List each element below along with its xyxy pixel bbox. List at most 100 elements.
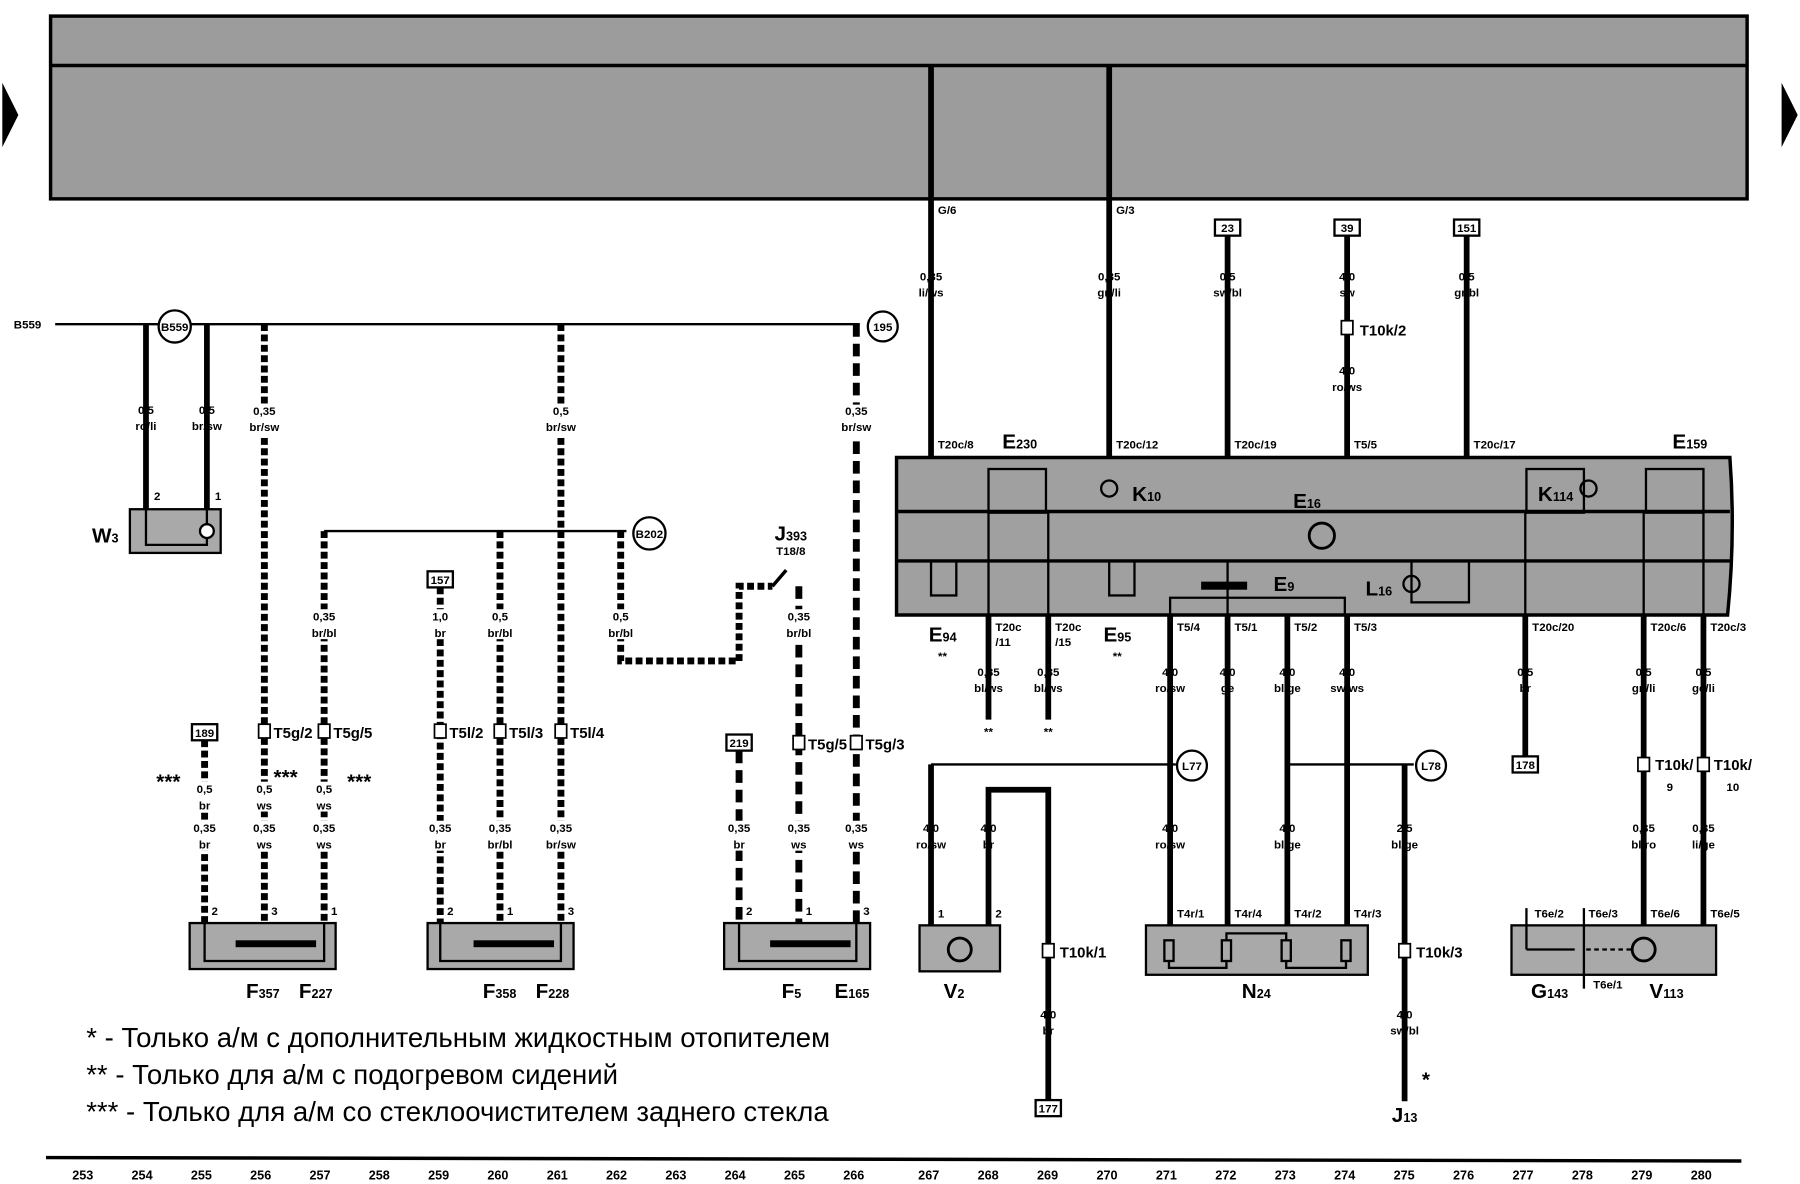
reference-219[interactable]: 219 [725, 733, 753, 752]
pin-label: 2 [995, 908, 1001, 920]
component-e94[interactable]: E94 [929, 623, 957, 646]
connector-label: T10k/ [1655, 757, 1693, 774]
grid-number: 264 [725, 1168, 746, 1182]
wire-color: gr/bl [1454, 288, 1479, 300]
pin-label: 2 [211, 906, 217, 918]
junction-b559[interactable]: B559 [157, 309, 192, 344]
component-e95[interactable]: E95 [1103, 623, 1131, 646]
wire-gauge: 0,5 [553, 406, 570, 418]
reference-39[interactable]: 39 [1333, 218, 1361, 237]
pin-label: T6e/5 [1710, 908, 1740, 920]
connector-label: 10 [1726, 782, 1739, 794]
pin-label: 3 [568, 906, 574, 918]
component-e230[interactable]: E230 [1002, 430, 1037, 453]
component-f228[interactable]: F228 [536, 980, 570, 1003]
wire-gauge: 0,35 [845, 406, 868, 418]
junction-b202[interactable]: B202 [632, 516, 667, 551]
grid-number: 269 [1037, 1168, 1058, 1182]
wire-gauge: 0,35 [788, 823, 811, 835]
connector-label: T5g/5 [333, 725, 372, 742]
grid-number: 261 [547, 1168, 568, 1182]
component-f5[interactable]: F5 [782, 980, 802, 1003]
component-l16[interactable]: L16 [1366, 577, 1393, 600]
resistor-icons [1163, 932, 1352, 970]
grid-number: 268 [978, 1168, 999, 1182]
component-g143[interactable]: G143 [1531, 980, 1568, 1003]
junction-195[interactable]: 195 [866, 310, 899, 343]
wire-color: bl/ge [1274, 839, 1301, 851]
reference-189[interactable]: 189 [190, 723, 219, 742]
pin-label: 1 [215, 491, 222, 503]
reference-177[interactable]: 177 [1034, 1098, 1063, 1118]
component-v113[interactable]: V113 [1649, 980, 1683, 1003]
wire-gauge: 4,0 [1220, 667, 1236, 679]
pin-label: 2 [447, 906, 453, 918]
component-e165[interactable]: E165 [834, 980, 869, 1003]
component-e16[interactable]: E16 [1293, 490, 1321, 513]
next-page-arrow-icon[interactable] [1781, 82, 1798, 148]
connector-label: T20c/8 [938, 439, 974, 451]
wire-color: sw/bl [1390, 1026, 1419, 1038]
pin-label: T4r/4 [1234, 908, 1262, 920]
component-j393[interactable]: J393 [775, 522, 808, 545]
component-f227[interactable]: F227 [299, 980, 333, 1003]
component-e9[interactable]: E9 [1274, 573, 1295, 596]
prev-page-arrow-icon[interactable] [2, 82, 19, 148]
component-n24[interactable]: N24 [1242, 980, 1271, 1003]
wire-color: bl/ge [1274, 683, 1301, 695]
wire-color: br [199, 800, 211, 812]
footnote-1: * - Только а/м с дополнительным жидкостн… [86, 1022, 830, 1053]
footnote-3: *** - Только для а/м со стеклоочистителе… [86, 1096, 829, 1127]
grid-number: 273 [1275, 1168, 1296, 1182]
grid-number: 270 [1096, 1168, 1117, 1182]
wire-gauge: 4,0 [1040, 1009, 1056, 1021]
connector-icon [1637, 756, 1651, 773]
reference-157[interactable]: 157 [426, 570, 455, 589]
connector-label: T5l/3 [509, 725, 543, 742]
reference-label: 177 [1039, 1104, 1058, 1116]
wire [617, 531, 773, 665]
wire-gauge: 0,35 [1632, 823, 1655, 835]
wire-gauge: 1,0 [432, 612, 448, 624]
footnote-marker: *** [347, 771, 372, 794]
junction-l78[interactable]: L78 [1414, 749, 1448, 782]
component-e159[interactable]: E159 [1672, 430, 1707, 453]
wire-color: br/bl [488, 839, 513, 851]
footnote-marker: * [1422, 1068, 1431, 1091]
component-f358[interactable]: F358 [483, 980, 517, 1003]
pin-label: T6e/3 [1589, 908, 1618, 920]
grid-number: 257 [309, 1168, 330, 1182]
wire-color: br [983, 839, 995, 851]
reference-151[interactable]: 151 [1452, 218, 1481, 237]
junction-l77[interactable]: L77 [1175, 749, 1209, 782]
pin-label: T6e/2 [1534, 908, 1563, 920]
reference-23[interactable]: 23 [1213, 218, 1242, 237]
pin-label: T6e/1 [1593, 980, 1623, 992]
wire-color: ro/sw [1155, 839, 1185, 851]
component-v2[interactable]: V2 [944, 980, 965, 1003]
wire-gauge: 0,35 [193, 823, 216, 835]
wire-color: br/sw [546, 839, 576, 851]
wire-gauge: 4,0 [1279, 667, 1295, 679]
wire-gauge: 0,35 [489, 823, 512, 835]
component-j13[interactable]: J13 [1392, 1104, 1418, 1127]
component-k10[interactable]: K10 [1132, 483, 1161, 506]
component-k114[interactable]: K114 [1538, 483, 1573, 506]
wire-color: br/bl [786, 628, 811, 640]
connector-icon [1696, 756, 1711, 773]
junction-label: L77 [1182, 761, 1202, 773]
connector-icon [1041, 942, 1055, 959]
wire-gauge: 0,5 [1459, 271, 1476, 283]
junction-label: L78 [1421, 761, 1441, 773]
wire-color: sw/ws [1330, 683, 1364, 695]
connector-label: T5l/4 [570, 725, 605, 742]
reference-178[interactable]: 178 [1511, 755, 1540, 774]
reference-label: 157 [431, 575, 450, 587]
wire-color: bl/ws [1034, 683, 1063, 695]
lamp-k114-icon [1579, 479, 1598, 498]
wire-gauge: 0,5 [492, 612, 509, 624]
grid-rule [45, 1155, 1742, 1163]
component-w3[interactable]: W3 [92, 525, 119, 548]
reference-label: 39 [1341, 223, 1354, 235]
component-f357[interactable]: F357 [246, 980, 280, 1003]
